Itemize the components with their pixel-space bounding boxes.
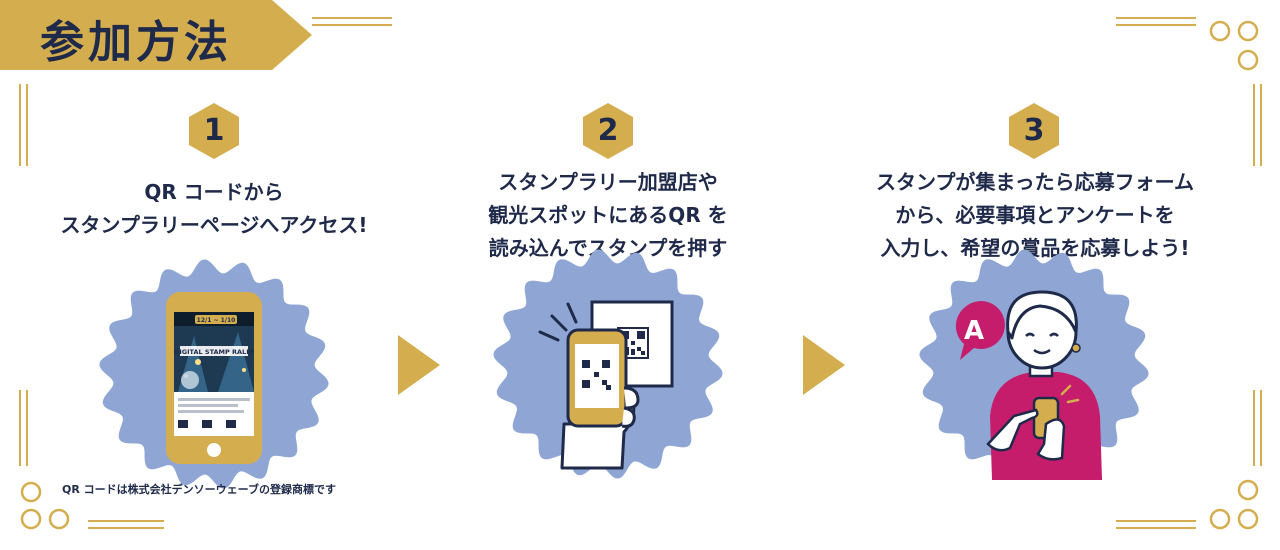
- step-3-description: スタンプが集まったら応募フォーム から、必要事項とアンケートを 入力し、希望の賞…: [845, 166, 1225, 265]
- answer-bubble-icon: [955, 301, 1005, 360]
- step-3-line-1: スタンプが集まったら応募フォーム: [876, 170, 1194, 194]
- woman-left-hand: [1036, 418, 1066, 461]
- step-3-illustration: A: [919, 249, 1149, 480]
- phone-date-chip: 12/1 ~ 1/10: [197, 317, 236, 324]
- step-2-number: 2: [597, 113, 619, 148]
- phone-headline: DIGITAL STAMP RALLY: [174, 348, 254, 356]
- step-1-description: QR コードから スタンプラリーページへアクセス!: [24, 176, 404, 242]
- step-2-badge: 2: [583, 103, 633, 159]
- step-1-line-2: スタンプラリーページへアクセス!: [60, 213, 368, 237]
- arrow-step-1-to-2: [398, 335, 440, 395]
- step-1-badge: 1: [189, 103, 239, 159]
- woman-hair: [1006, 290, 1078, 340]
- bubble-letter: A: [964, 316, 984, 346]
- page-title: 参加方法: [40, 17, 232, 68]
- step-1-illustration: 12/1 ~ 1/10 DIGITAL STAMP RALLY: [99, 259, 329, 489]
- step-3-line-3: 入力し、希望の賞品を応募しよう!: [880, 236, 1190, 260]
- step-2-line-2: 観光スポットにあるQR を: [488, 203, 728, 227]
- step-2-illustration: [493, 249, 723, 479]
- step-1-number: 1: [203, 113, 225, 148]
- qr-code-phone-icon: [582, 360, 611, 390]
- qr-trademark-note: QR コードは株式会社デンソーウェーブの登録商標です: [62, 483, 336, 496]
- step-2-description: スタンプラリー加盟店や 観光スポットにあるQR を 読み込んでスタンプを押す: [418, 166, 798, 265]
- phone-home-button: [207, 443, 221, 457]
- woman-right-hand: [986, 408, 1039, 452]
- header-banner: [0, 0, 312, 70]
- arrow-step-2-to-3: [803, 335, 845, 395]
- step-2-line-1: スタンプラリー加盟店や: [498, 170, 718, 194]
- scan-lines: [538, 302, 578, 342]
- step-1-line-1: QR コードから: [144, 180, 284, 204]
- step-3-badge: 3: [1009, 103, 1059, 159]
- step-3-number: 3: [1023, 113, 1045, 148]
- step-3-line-2: から、必要事項とアンケートを: [895, 203, 1175, 227]
